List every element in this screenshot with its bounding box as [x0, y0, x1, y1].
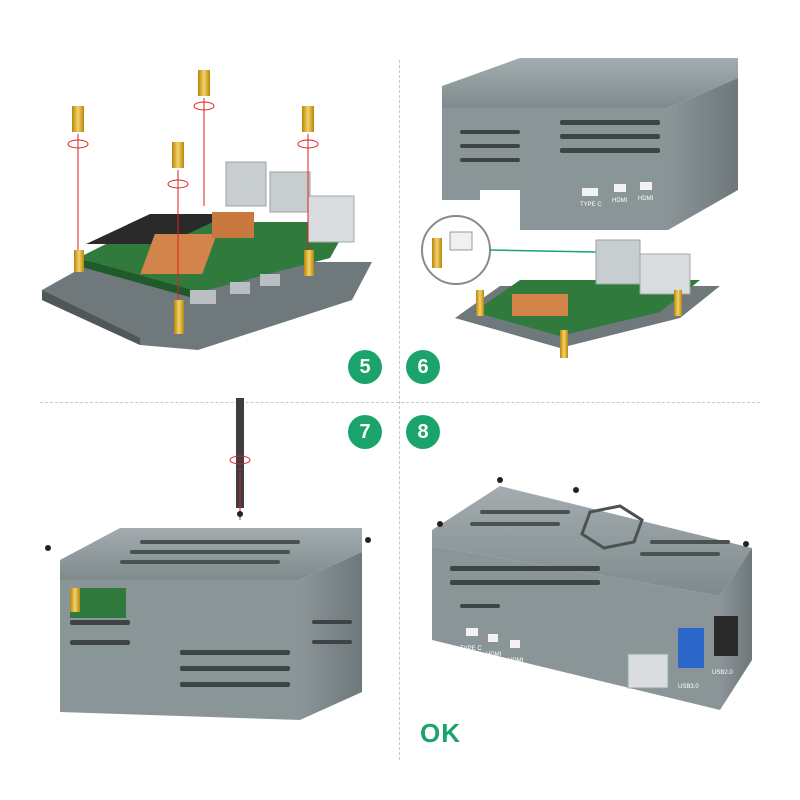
ethernet-port — [308, 196, 354, 242]
panel-step-5-illustration — [42, 70, 372, 350]
case-label-hdmi-1: HDMI — [612, 198, 628, 204]
panel-step-6-illustration: TYPE C HDMI HDMI — [422, 58, 738, 358]
case-label-usb2: USB2.0 — [712, 670, 733, 676]
step-6-number: 6 — [417, 356, 428, 379]
step-5-number: 5 — [359, 356, 370, 379]
case-label-hdmi-2: HDMI — [638, 196, 654, 202]
panel-step-8-illustration: TYPE C HDMI HDMI Ethernet USB3.0 USB2.0 — [432, 477, 752, 710]
step-8-badge: 8 — [406, 415, 440, 449]
case-label-ethernet: Ethernet — [634, 700, 657, 706]
completion-label: OK — [420, 718, 461, 749]
usb3-ports — [678, 628, 704, 668]
step-7-badge: 7 — [348, 415, 382, 449]
case-label-hdmi-1-final: HDMI — [486, 652, 502, 658]
usb-port-block — [226, 162, 266, 206]
step-7-number: 7 — [359, 421, 370, 444]
panel-step-7-illustration — [45, 398, 371, 720]
step-6-badge: 6 — [406, 350, 440, 384]
step-5-badge: 5 — [348, 350, 382, 384]
step-8-number: 8 — [417, 421, 428, 444]
case-label-type-c-final: TYPE C — [460, 646, 482, 652]
case-label-usb3: USB3.0 — [678, 684, 699, 690]
case-label-hdmi-2-final: HDMI — [508, 658, 524, 664]
ethernet-port — [628, 654, 668, 688]
case-label-type-c: TYPE C — [580, 202, 602, 208]
usb2-ports — [714, 616, 738, 656]
